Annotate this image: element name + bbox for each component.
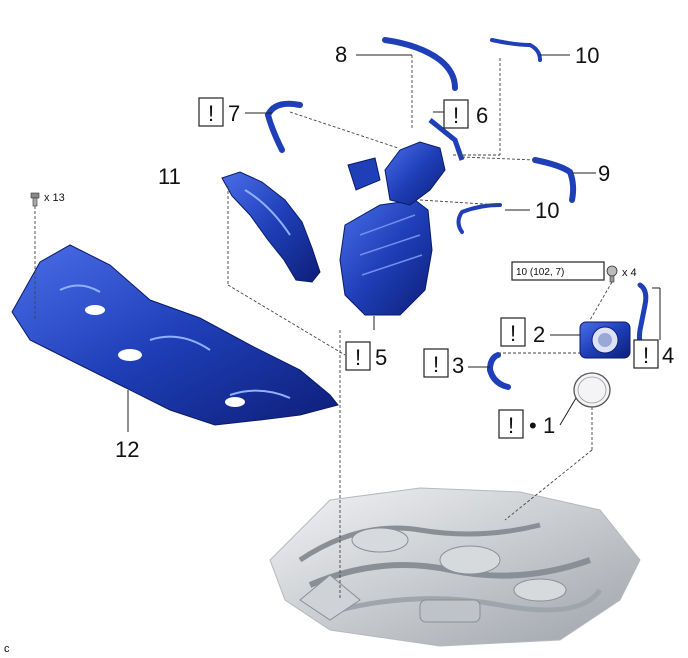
callout-10-top: 10 <box>575 43 599 68</box>
warning-box-4 <box>633 339 659 369</box>
warning-symbol-3: ! <box>433 352 439 377</box>
callout-10-mid: 10 <box>535 198 559 223</box>
warning-symbol-6: ! <box>453 103 459 128</box>
gasket-part-1 <box>573 372 611 408</box>
callout-8: 8 <box>335 42 347 67</box>
callout-5: 5 <box>375 345 387 370</box>
hose-part-10-top <box>490 38 542 62</box>
hose-part-8 <box>382 37 458 91</box>
clip-icon <box>30 192 40 207</box>
warning-box-2 <box>500 317 526 347</box>
warning-box-3 <box>423 348 449 378</box>
callout-1: 1 <box>543 413 555 438</box>
callout-3: 3 <box>452 353 464 378</box>
warning-symbol-4: ! <box>643 343 649 368</box>
connector-part-6 <box>428 118 465 161</box>
hose-part-7 <box>264 100 303 153</box>
warning-symbol-7: ! <box>208 101 214 126</box>
hose-part-3 <box>486 352 511 390</box>
callout-12: 12 <box>115 437 139 462</box>
callout-2: 2 <box>533 322 545 347</box>
corner-code: c <box>4 643 10 655</box>
callout-6: 6 <box>476 103 488 128</box>
engine-cover-part-12 <box>11 244 339 426</box>
torque-spec-box <box>511 261 605 281</box>
warning-symbol-1: ! <box>508 413 514 438</box>
warning-box-5 <box>345 341 371 371</box>
hose-part-10-mid <box>456 203 502 234</box>
warning-box-6 <box>443 99 469 129</box>
bullet-symbol-1: • <box>529 413 537 438</box>
intake-duct-part-11 <box>221 171 321 283</box>
callout-11: 11 <box>158 164 181 189</box>
torque-spec: 10 (102, 7) <box>516 267 564 278</box>
clip-quantity: x 13 <box>44 192 65 204</box>
callout-9: 9 <box>598 161 610 186</box>
callout-7: 7 <box>228 101 240 126</box>
callout-4: 4 <box>662 343 674 368</box>
bolt-quantity: x 4 <box>622 267 637 279</box>
warning-box-7 <box>198 97 224 127</box>
engine-bay-image <box>269 487 641 647</box>
throttle-body-part-2 <box>579 321 631 359</box>
pipe-part-9 <box>532 157 577 203</box>
warning-symbol-2: ! <box>510 321 516 346</box>
warning-symbol-5: ! <box>355 345 361 370</box>
air-cleaner-part-5 <box>339 141 446 316</box>
warning-box-1 <box>498 409 524 439</box>
bolt-icon <box>606 265 618 283</box>
